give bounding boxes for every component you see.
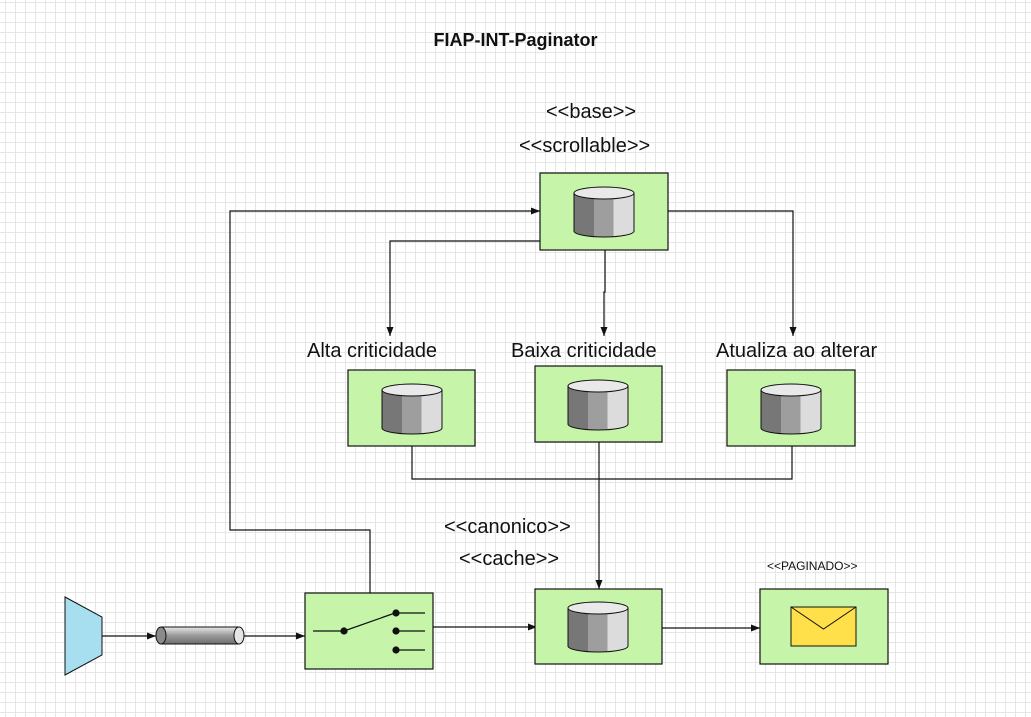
store-label-alta: Alta criticidade [307,340,438,362]
database-cylinder-icon [573,186,635,238]
database-cylinder-icon [760,383,822,435]
store-node-baixa[interactable] [534,365,663,443]
database-cylinder-icon [381,383,443,435]
database-cylinder-icon [567,601,629,653]
canonical-stereotype-label: <<canonico>> [444,516,571,538]
atualiza-to-canonical-connector [598,444,793,480]
canonical-node[interactable] [534,588,663,665]
router-switch-icon [313,609,425,654]
envelope-icon [790,606,857,647]
store-label-baixa: Baixa criticidade [511,340,657,362]
base-stereotype-label: <<base>> [546,101,637,123]
cache-stereotype-label: <<cache>> [459,548,560,570]
alta-to-canonical-connector [411,444,598,480]
base-node[interactable] [539,172,669,251]
message-source-icon[interactable] [64,596,103,676]
base-to-baixa-connector [600,250,608,336]
paginado-stereotype-label: <<PAGINADO>> [767,559,858,573]
store-label-atualiza: Atualiza ao alterar [716,340,878,362]
base-to-alta-connector [386,240,540,336]
diagram-title: FIAP-INT-Paginator [433,30,598,50]
message-channel-icon[interactable] [155,626,245,645]
output-node[interactable] [759,588,889,665]
store-node-alta[interactable] [347,369,476,447]
router-node[interactable] [304,592,434,670]
store-node-atualiza[interactable] [726,369,856,447]
base-to-atualiza-connector [668,210,797,336]
scrollable-stereotype-label: <<scrollable>> [519,135,651,157]
connectors [102,207,797,640]
feedback-connector [229,207,540,593]
database-cylinder-icon [567,379,629,431]
